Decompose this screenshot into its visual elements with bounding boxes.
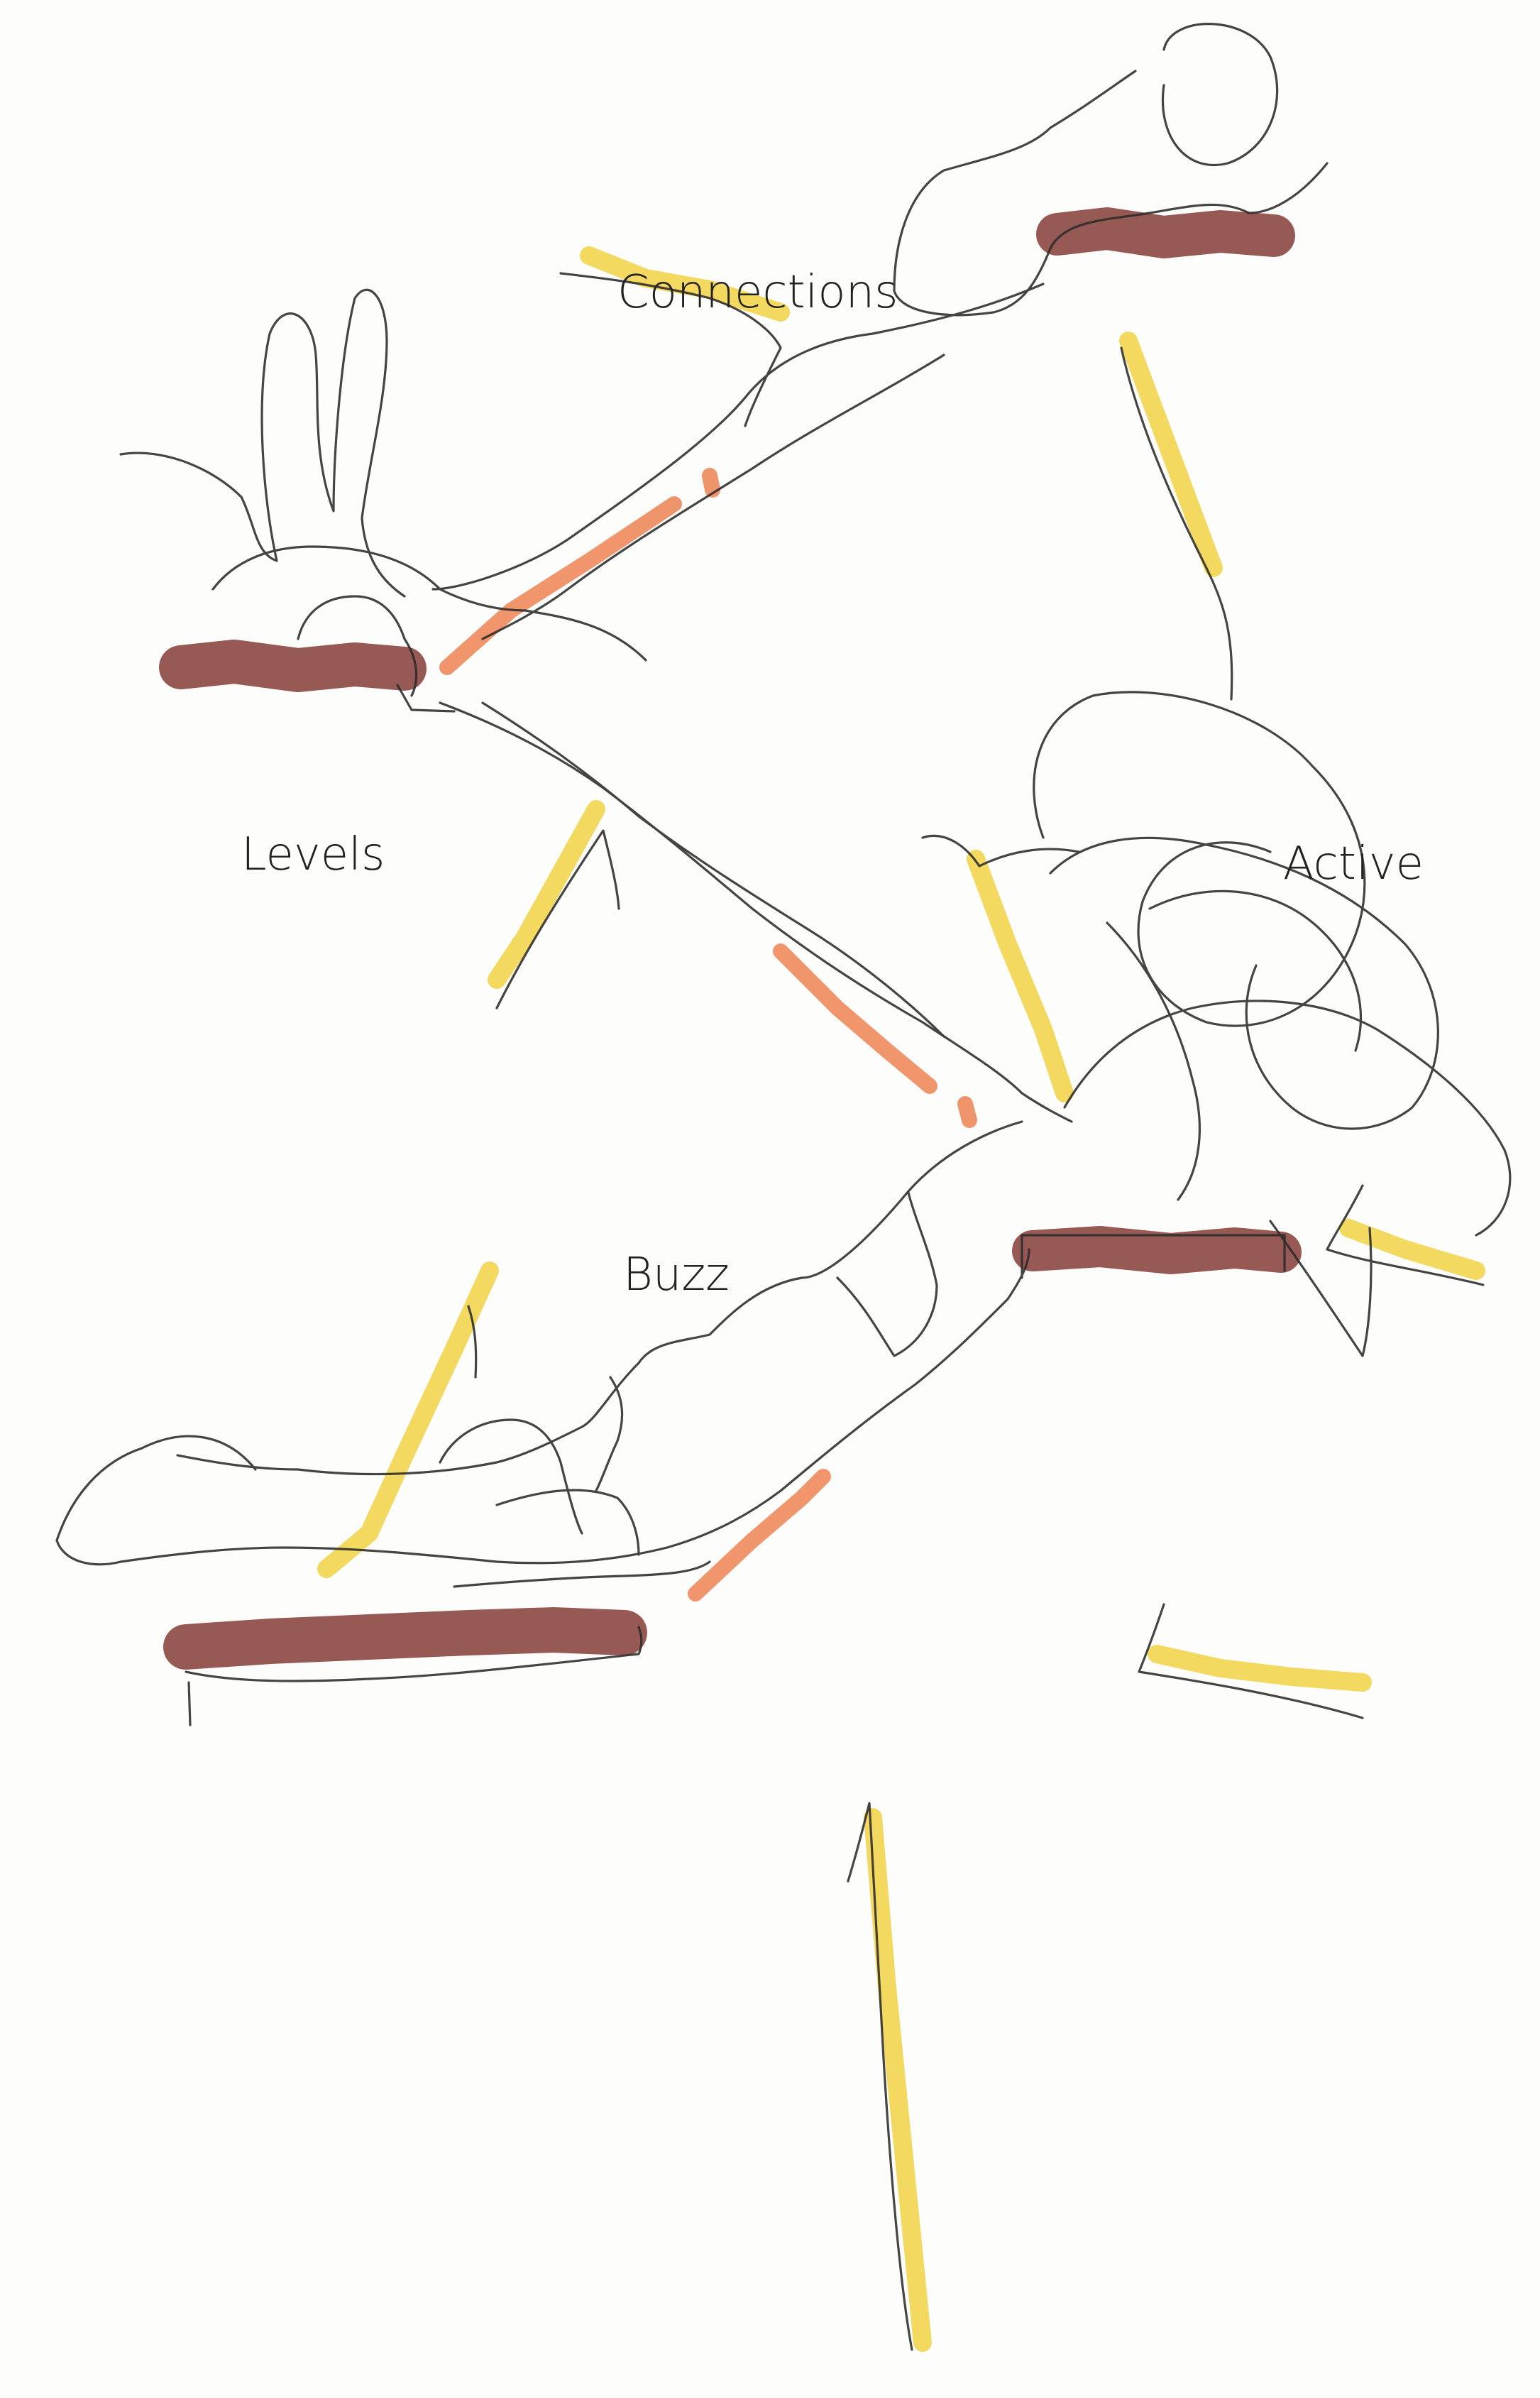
pencil-platform-tick-left-bottom	[189, 1682, 190, 1725]
platform-left	[181, 662, 405, 670]
label-levels: Levels	[241, 828, 385, 881]
orange-dot-upper	[710, 476, 713, 490]
platform-top-right	[1057, 229, 1274, 237]
label-connections: Connections	[617, 266, 898, 319]
label-active: Active	[1283, 838, 1424, 890]
platform-right-middle	[1033, 1247, 1281, 1254]
orange-dot-middle	[965, 1104, 969, 1120]
label-buzz: Buzz	[623, 1249, 730, 1301]
platform-bottom-left	[186, 1630, 625, 1647]
